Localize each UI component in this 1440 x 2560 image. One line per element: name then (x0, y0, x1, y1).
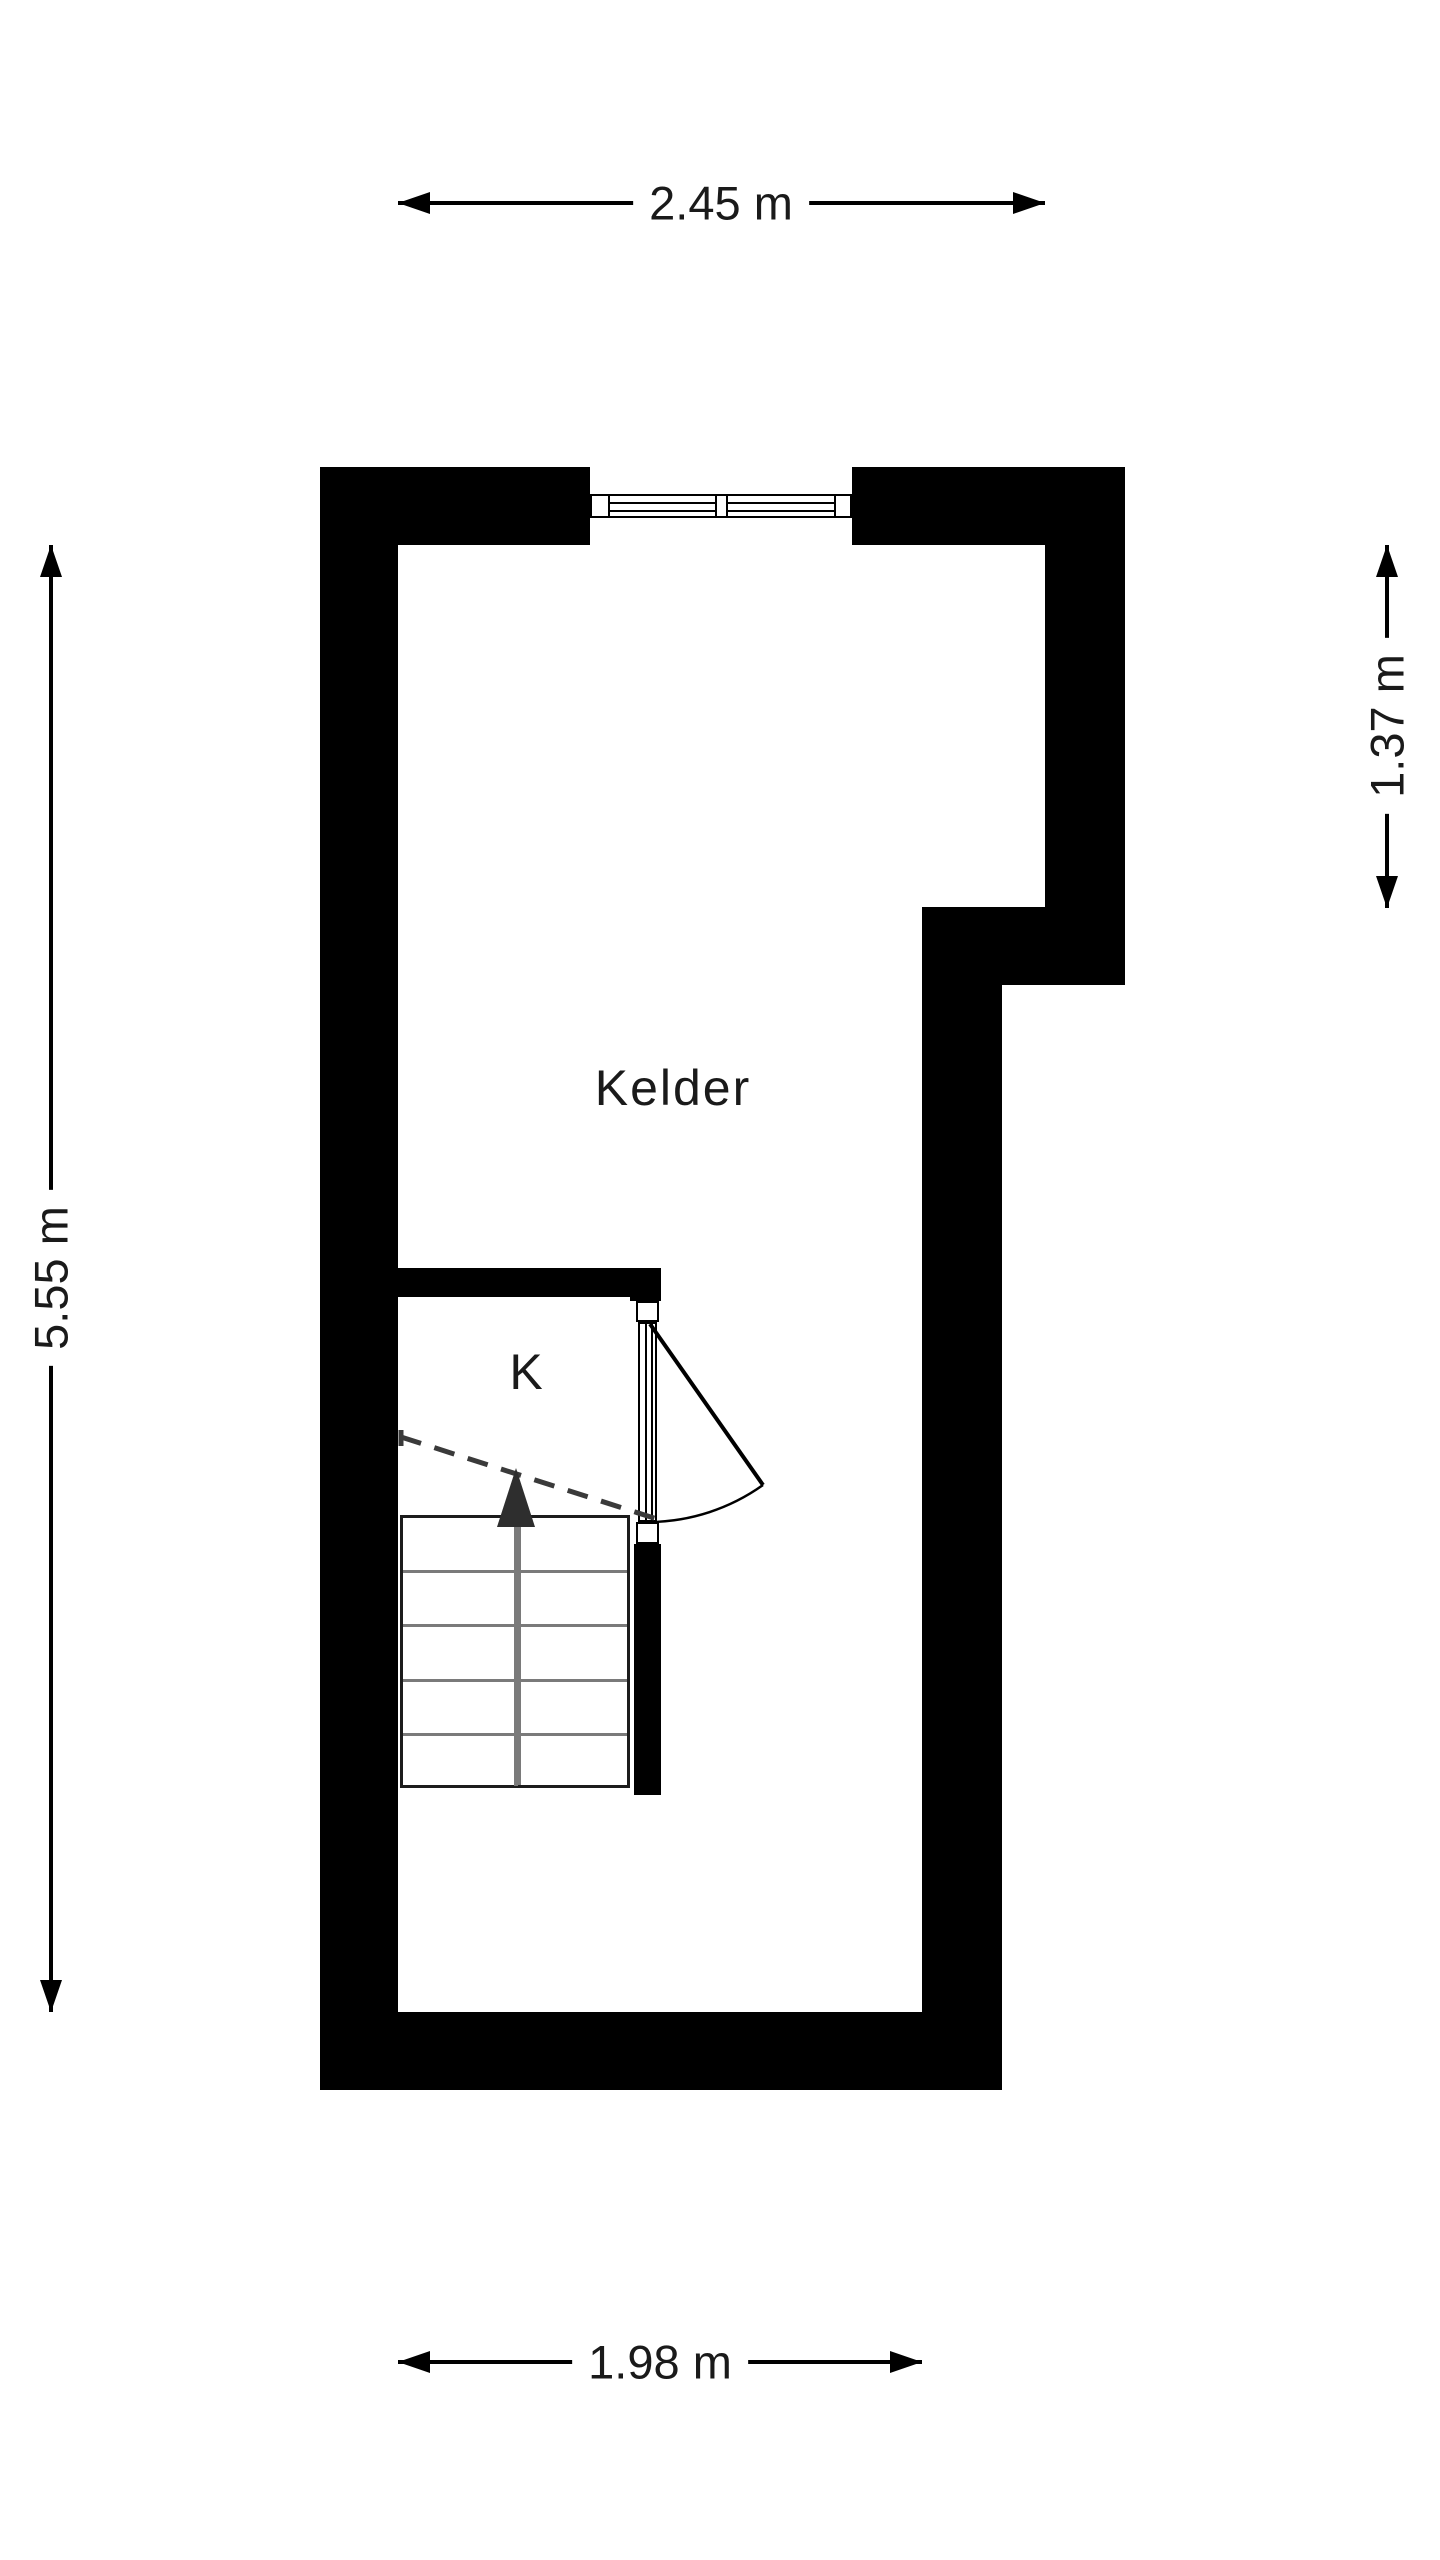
door-panel-closed (638, 1322, 657, 1522)
arrow-up-icon (40, 545, 62, 577)
window-glass-line (728, 502, 834, 504)
wall-top-left-segment (320, 467, 590, 545)
walk-line-dashed (400, 1434, 658, 1522)
window-pane-right (726, 494, 836, 518)
stair-tread (403, 1679, 627, 1682)
door-swing-arc (649, 1483, 764, 1524)
arrow-right-icon (1013, 192, 1045, 214)
wall-step (922, 907, 1125, 985)
arrow-down-icon (40, 1980, 62, 2012)
door-panel-line (651, 1324, 653, 1520)
arrow-up-icon (1376, 545, 1398, 577)
wall-partition-k (398, 1268, 634, 1297)
door-jamb-bottom (636, 1522, 659, 1544)
dimension-label-bottom: 1.98 m (572, 2332, 748, 2392)
window-sill-right (834, 494, 852, 518)
window-glass-line (610, 510, 715, 512)
room-label-k: K (509, 1344, 545, 1400)
wall-door-post-top (630, 1268, 661, 1301)
arrow-left-icon (398, 2351, 430, 2373)
wall-left (320, 467, 398, 2090)
wall-bottom (320, 2012, 1002, 2090)
stair-tread (403, 1733, 627, 1736)
arrow-right-icon (890, 2351, 922, 2373)
window-sill-left (590, 494, 610, 518)
stair-tread (403, 1570, 627, 1573)
arrow-down-icon (1376, 876, 1398, 908)
wall-door-post-bottom (634, 1544, 661, 1795)
dimension-label-right: 1.37 m (1357, 638, 1417, 814)
stair-stringer (518, 1518, 521, 1785)
window-glass-line (728, 510, 834, 512)
arrow-left-icon (398, 192, 430, 214)
door-jamb-top (636, 1301, 659, 1322)
window-pane-left (608, 494, 717, 518)
door-leaf-open (648, 1322, 765, 1487)
door-panel-line (645, 1324, 647, 1520)
window-glass-line (610, 502, 715, 504)
dimension-label-top: 2.45 m (633, 173, 809, 233)
wall-right-upper (1045, 467, 1125, 985)
room-label-kelder: Kelder (594, 1060, 752, 1116)
staircase (400, 1515, 630, 1788)
wall-right-lower (922, 985, 1002, 2012)
dimension-label-left: 5.55 m (21, 1190, 81, 1366)
stair-tread (403, 1624, 627, 1627)
